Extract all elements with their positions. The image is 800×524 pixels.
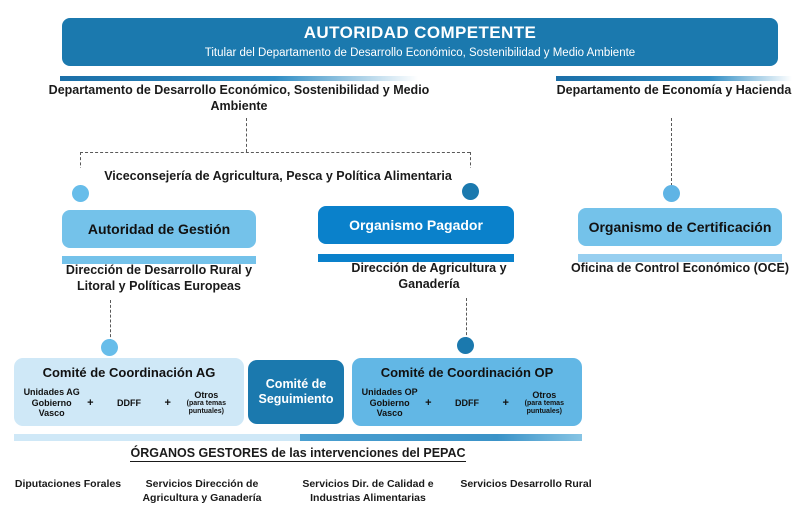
connector-dept-left-down bbox=[246, 118, 247, 152]
role-bar-autoridad-gestion bbox=[62, 256, 256, 264]
viceconsejeria-label: Viceconsejería de Agricultura, Pesca y P… bbox=[78, 168, 478, 185]
authority-banner: AUTORIDAD COMPETENTE Titular del Departa… bbox=[62, 18, 778, 66]
connector-ag-to-committee bbox=[110, 300, 111, 342]
organo-item-servicios-desarrollo-rural: Servicios Desarrollo Rural bbox=[460, 478, 592, 490]
committee-ag-plus-2: + bbox=[164, 396, 171, 409]
connector-vice-bracket bbox=[80, 152, 470, 153]
committee-op-plus-1: + bbox=[425, 396, 432, 409]
banner-subtitle: Titular del Departamento de Desarrollo E… bbox=[204, 47, 636, 60]
dot-organismo-certificacion bbox=[663, 185, 680, 202]
committee-op[interactable]: Comité de Coordinación OP Unidades OP Go… bbox=[352, 358, 582, 426]
department-left-rule bbox=[60, 76, 418, 81]
organos-rule-left bbox=[14, 434, 300, 441]
role-sub-organismo-pagador: Dirección de Agricultura y Ganadería bbox=[351, 261, 507, 291]
organos-rule-right bbox=[300, 434, 582, 441]
organos-heading: ÓRGANOS GESTORES de las intervenciones d… bbox=[14, 446, 582, 462]
dot-committee-op bbox=[457, 337, 474, 354]
role-bar-organismo-certificacion bbox=[578, 254, 782, 262]
committee-op-plus-2: + bbox=[502, 396, 509, 409]
organos-heading-text: ÓRGANOS GESTORES de las intervenciones d… bbox=[130, 446, 466, 462]
role-box-organismo-pagador[interactable]: Organismo Pagador bbox=[318, 206, 514, 244]
department-right-label: Departamento de Economía y Hacienda bbox=[556, 83, 792, 97]
connector-dept-right-down bbox=[671, 118, 672, 186]
role-sub-autoridad-gestion: Dirección de Desarrollo Rural y Litoral … bbox=[65, 263, 253, 293]
committee-op-member-2: DDFF bbox=[454, 397, 479, 408]
role-box-autoridad-gestion[interactable]: Autoridad de Gestión bbox=[62, 210, 256, 248]
committee-seguimiento[interactable]: Comité de Seguimiento bbox=[248, 360, 344, 424]
committee-ag-members: Unidades AG Gobierno Vasco + DDFF + Otro… bbox=[14, 387, 244, 418]
committee-ag-title: Comité de Coordinación AG bbox=[42, 365, 216, 380]
committee-op-title: Comité de Coordinación OP bbox=[380, 365, 554, 380]
connector-op-to-committee bbox=[466, 298, 467, 340]
committee-ag-plus-1: + bbox=[87, 396, 94, 409]
department-left-label: Departamento de Desarrollo Económico, So… bbox=[48, 83, 430, 113]
department-right-rule bbox=[556, 76, 792, 81]
committee-ag-member-2: DDFF bbox=[116, 397, 141, 408]
banner-title: AUTORIDAD COMPETENTE bbox=[303, 23, 537, 43]
organo-item-servicios-calidad-industrias: Servicios Dir. de Calidad e Industrias A… bbox=[302, 478, 434, 504]
organo-item-servicios-agricultura-ganaderia: Servicios Dirección de Agricultura y Gan… bbox=[142, 478, 262, 504]
role-sub-organismo-certificacion: Oficina de Control Económico (OCE) bbox=[570, 261, 790, 275]
dot-autoridad-gestion bbox=[72, 185, 89, 202]
committee-ag-member-3: Otros (para temas puntuales) bbox=[186, 389, 226, 415]
organo-item-diputaciones-forales: Diputaciones Forales bbox=[14, 478, 122, 490]
committee-op-member-3: Otros (para temas puntuales) bbox=[524, 389, 564, 415]
committee-op-members: Unidades OP Gobierno Vasco + DDFF + Otro… bbox=[352, 387, 582, 418]
committee-op-member-1: Unidades OP Gobierno Vasco bbox=[361, 387, 418, 418]
committee-ag[interactable]: Comité de Coordinación AG Unidades AG Go… bbox=[14, 358, 244, 426]
role-bar-organismo-pagador bbox=[318, 254, 514, 262]
committee-ag-member-1: Unidades AG Gobierno Vasco bbox=[23, 387, 80, 418]
role-box-organismo-certificacion[interactable]: Organismo de Certificación bbox=[578, 208, 782, 246]
dot-organismo-pagador bbox=[462, 183, 479, 200]
dot-committee-ag bbox=[101, 339, 118, 356]
